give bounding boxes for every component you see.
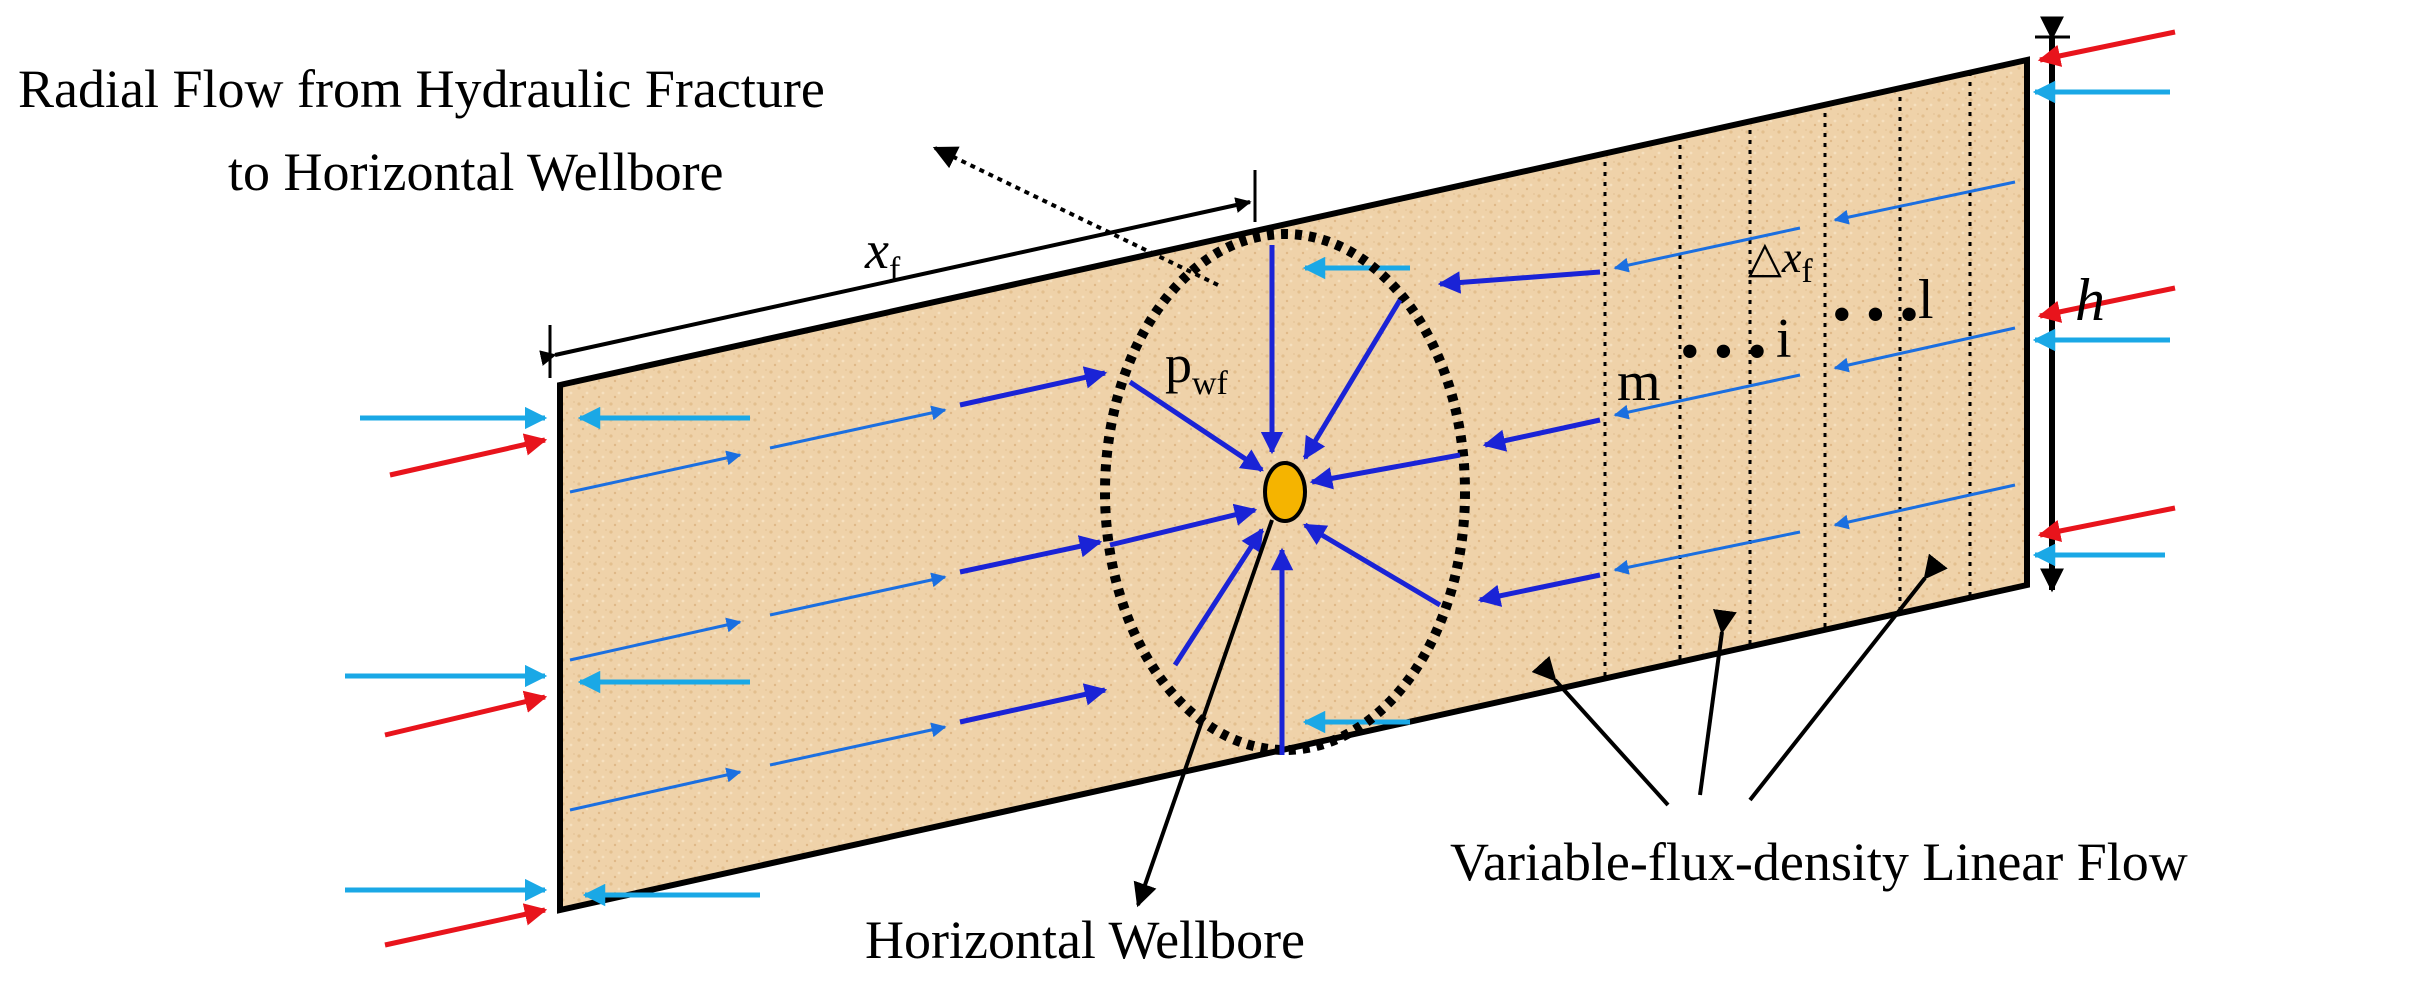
fracture-half-length-dimension xyxy=(539,170,1257,378)
horizontal-wellbore xyxy=(1263,461,1307,523)
left-linear-flow xyxy=(569,366,1108,812)
wellbore-pressure-label: pwf xyxy=(1165,334,1229,402)
linear-flow-label: Variable-flux-density Linear Flow xyxy=(1450,832,2188,892)
segment-i-label: i xyxy=(1776,308,1792,370)
radial-flow-label-line2: to Horizontal Wellbore xyxy=(228,142,724,202)
segment-dots-right: • • • xyxy=(1832,284,1919,346)
height-label: h xyxy=(2075,267,2105,333)
segment-width-label: △xf xyxy=(1748,233,1813,290)
segment-m-label: m xyxy=(1617,351,1661,413)
left-inflow-arrows xyxy=(345,406,760,948)
fracture-half-length-label: xf xyxy=(864,220,901,288)
segment-1-label: l xyxy=(1918,269,1934,331)
annotation-pointers xyxy=(932,146,1948,908)
segment-dividers xyxy=(1603,72,1972,680)
radial-flow-label-line1: Radial Flow from Hydraulic Fracture xyxy=(18,59,825,119)
horizontal-wellbore-label: Horizontal Wellbore xyxy=(865,910,1305,970)
radial-flow-arrows xyxy=(1109,245,1461,755)
right-linear-flow xyxy=(1437,180,2016,607)
segment-dots-left: • • • xyxy=(1680,321,1767,383)
radial-flow-boundary xyxy=(1100,229,1470,755)
right-inflow-arrows xyxy=(1302,29,2176,734)
